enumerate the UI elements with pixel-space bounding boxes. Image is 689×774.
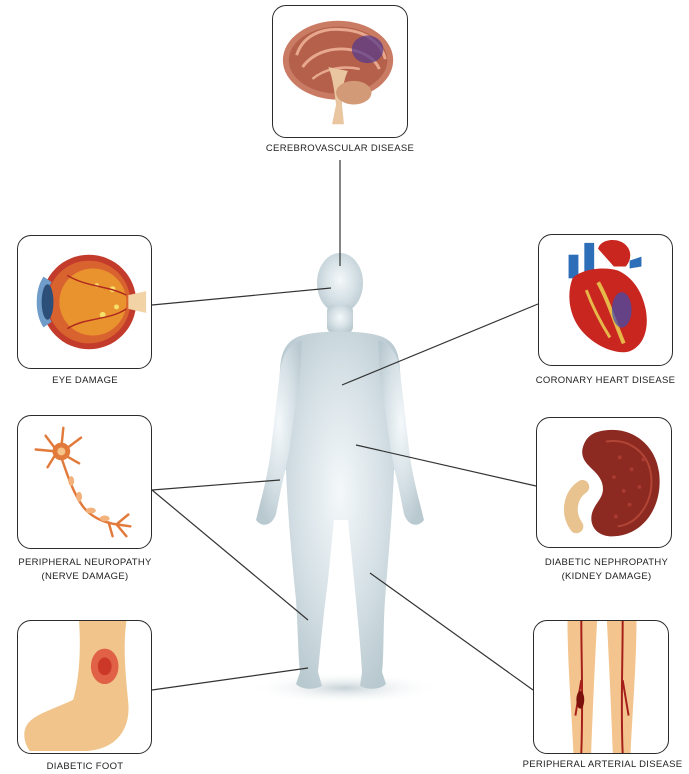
- kidney-icon: [537, 418, 671, 547]
- floor-shadow: [250, 672, 440, 704]
- nerve-panel: [17, 415, 152, 549]
- connector-legs: [370, 573, 533, 690]
- foot-icon: [18, 621, 151, 753]
- brain-panel: [272, 5, 408, 138]
- nerve-label-line2: (NERVE DAMAGE): [0, 570, 170, 584]
- heart-panel: [538, 234, 673, 366]
- brain-label: CEREBROVASCULAR DISEASE: [240, 142, 440, 156]
- eye-panel: [17, 235, 152, 369]
- heart-label: CORONARY HEART DISEASE: [522, 374, 689, 388]
- heart-icon: [539, 235, 672, 365]
- connector-nerve-leg: [152, 490, 308, 620]
- eye-icon: [18, 236, 151, 368]
- legs-arteries-icon: [534, 621, 668, 753]
- nerve-label-line1: PERIPHERAL NEUROPATHY: [0, 556, 170, 570]
- neuron-icon: [18, 416, 151, 548]
- eye-label: EYE DAMAGE: [0, 374, 170, 388]
- brain-icon: [273, 6, 407, 137]
- legs-panel: [533, 620, 669, 754]
- kidney-label-line1: DIABETIC NEPHROPATHY: [524, 556, 689, 570]
- kidney-label-line2: (KIDNEY DAMAGE): [524, 570, 689, 584]
- foot-label: DIABETIC FOOT: [0, 760, 170, 774]
- foot-panel: [17, 620, 152, 754]
- legs-label: PERIPHERAL ARTERIAL DISEASE: [516, 758, 689, 772]
- human-silhouette: [256, 253, 424, 689]
- kidney-panel: [536, 417, 672, 548]
- connector-eye: [152, 288, 331, 305]
- connector-nerve: [152, 480, 280, 490]
